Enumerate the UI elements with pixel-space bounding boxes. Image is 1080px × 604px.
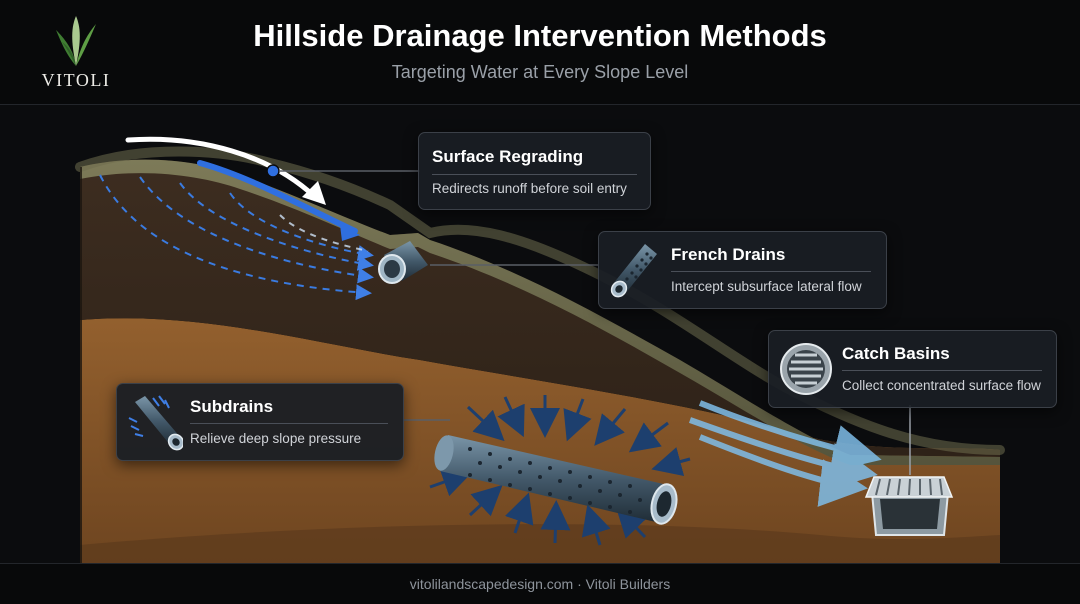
divider	[432, 174, 637, 175]
hillside-cross-section: Surface Regrading Redirects runoff befor…	[0, 105, 1080, 563]
subdrain-pipe	[434, 435, 678, 525]
surface-regrading-title: Surface Regrading	[432, 147, 584, 166]
brand-name: VITOLI	[41, 70, 111, 90]
footer: vitolilandscapedesign.com · Vitoli Build…	[0, 563, 1080, 604]
page-subtitle: Targeting Water at Every Slope Level	[391, 62, 689, 82]
callout-subdrains[interactable]: Subdrains Relieve deep slope pressure	[116, 383, 404, 461]
leaf-icon	[56, 16, 96, 66]
page-title: Hillside Drainage Intervention Methods	[253, 18, 827, 53]
header: VITOLI Hillside Drainage Intervention Me…	[0, 0, 1080, 105]
callout-surface-regrading[interactable]: Surface Regrading Redirects runoff befor…	[418, 132, 651, 210]
divider	[671, 271, 871, 272]
surface-regrading-desc: Redirects runoff before soil entry	[432, 181, 627, 196]
footer-credit[interactable]: vitolilandscapedesign.com · Vitoli Build…	[409, 576, 671, 592]
french-drains-desc: Intercept subsurface lateral flow	[671, 279, 862, 294]
perforated-pipe-icon	[610, 244, 657, 298]
grate-icon	[780, 343, 832, 395]
subdrains-title: Subdrains	[190, 397, 274, 416]
french-drains-title: French Drains	[671, 245, 786, 264]
divider	[842, 370, 1042, 371]
french-drain-pipe	[378, 241, 428, 284]
divider	[190, 423, 388, 424]
catch-basin-grate	[864, 476, 954, 498]
pipe-pressure-icon	[128, 395, 183, 451]
callout-french-drains[interactable]: French Drains Intercept subsurface later…	[598, 231, 887, 309]
callout-catch-basins[interactable]: Catch Basins Collect concentrated surfac…	[768, 330, 1057, 408]
catch-basins-desc: Collect concentrated surface flow	[842, 378, 1041, 393]
vitoli-logo[interactable]: VITOLI	[34, 14, 118, 94]
hillside-illustration	[75, 136, 1005, 563]
catch-basins-title: Catch Basins	[842, 344, 950, 363]
subdrains-desc: Relieve deep slope pressure	[190, 431, 362, 446]
